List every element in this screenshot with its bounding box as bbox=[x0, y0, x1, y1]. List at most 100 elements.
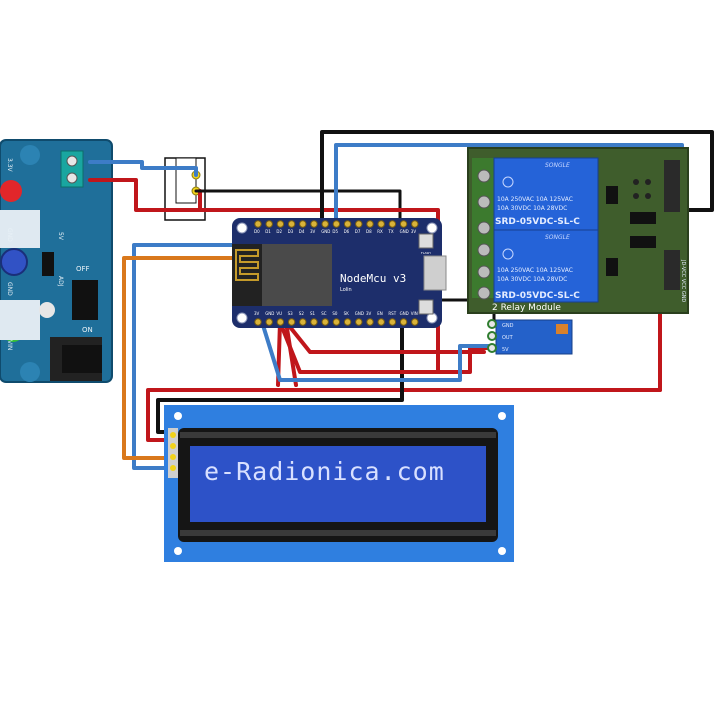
top-pin-1[interactable] bbox=[265, 220, 273, 228]
wire-red-sensor-4 bbox=[284, 320, 298, 387]
bottom-pin-label-10: 3V bbox=[366, 311, 372, 316]
relay-1-model: SRD-05VDC-SL-C bbox=[495, 217, 580, 227]
bottom-pin-label-5: S1 bbox=[310, 311, 316, 316]
power-label-gnd: GND bbox=[6, 282, 13, 296]
relay-1 bbox=[493, 157, 599, 231]
wire-orange-lcd bbox=[122, 256, 272, 460]
top-pin-label-4: D4 bbox=[299, 229, 305, 234]
bottom-pin-label-7: S0 bbox=[332, 311, 338, 316]
top-pin-5[interactable] bbox=[310, 220, 318, 228]
relay-2-model: SRD-05VDC-SL-C bbox=[495, 291, 580, 301]
bottom-pin-2[interactable] bbox=[276, 318, 285, 326]
top-pin-2[interactable] bbox=[276, 220, 285, 228]
flower-logo bbox=[39, 302, 55, 318]
bottom-pin-label-11: EN bbox=[377, 311, 383, 316]
top-pin-label-3: D3 bbox=[288, 229, 294, 234]
relay-input-header bbox=[664, 160, 680, 212]
top-pin-label-7: D5 bbox=[332, 229, 338, 234]
potentiometer[interactable] bbox=[0, 248, 28, 276]
lcd-screen bbox=[190, 446, 486, 522]
top-pin-label-9: D7 bbox=[355, 229, 361, 234]
bottom-pin-11[interactable] bbox=[377, 318, 385, 326]
top-pin-0[interactable] bbox=[254, 220, 262, 228]
top-pin-label-12: TX bbox=[387, 229, 393, 234]
top-pin-label-5: 3V bbox=[310, 229, 316, 234]
bottom-pin-9[interactable] bbox=[355, 318, 363, 326]
top-pin-4[interactable] bbox=[299, 220, 307, 228]
top-pin-8[interactable] bbox=[343, 220, 352, 228]
top-pin-label-11: RX bbox=[377, 229, 383, 234]
power-label-vin: VIN bbox=[6, 340, 13, 350]
top-pin-12[interactable] bbox=[388, 220, 397, 228]
wire-blue-lcd bbox=[132, 243, 256, 470]
bottom-pin-5[interactable] bbox=[310, 318, 318, 326]
power-label-1: 3.3V bbox=[6, 158, 13, 173]
bottom-pin-3[interactable] bbox=[287, 318, 296, 326]
lcd-display: e-Radionica.com bbox=[164, 405, 514, 562]
top-pin-label-1: D1 bbox=[265, 229, 271, 234]
power-led bbox=[0, 180, 22, 202]
top-pin-label-13: GND bbox=[400, 229, 409, 234]
top-pin-3[interactable] bbox=[287, 220, 296, 228]
top-pin-label-14: 3V bbox=[411, 229, 417, 234]
relay-jumper-label: JD-VCC VCC GND bbox=[680, 259, 686, 302]
top-pin-9[interactable] bbox=[355, 220, 363, 228]
top-pin-6[interactable] bbox=[321, 220, 329, 228]
bottom-pin-label-14: VIN bbox=[411, 311, 418, 316]
top-pin-label-0: D0 bbox=[254, 229, 260, 234]
bottom-pin-10[interactable] bbox=[366, 318, 374, 326]
bottom-pin-4[interactable] bbox=[299, 318, 307, 326]
jd-vcc-jumper[interactable] bbox=[664, 250, 680, 290]
nodemcu-name: NodeMcu v3 bbox=[340, 272, 406, 285]
top-pin-11[interactable] bbox=[377, 220, 385, 228]
power-supply-board: 3.3V GND ON OFF 5V ADJ GND VIN bbox=[0, 139, 113, 383]
relay-module-title: 2 Relay Module bbox=[492, 303, 561, 313]
wire-black-connector bbox=[194, 189, 402, 224]
top-pin-label-10: D8 bbox=[366, 229, 372, 234]
power-label-5v: 5V bbox=[57, 232, 64, 241]
wire-red-sensor-2 bbox=[284, 320, 486, 354]
power-label-on: ON bbox=[82, 326, 93, 334]
reset-button[interactable] bbox=[418, 299, 434, 315]
bottom-pin-6[interactable] bbox=[321, 318, 329, 326]
top-pin-10[interactable] bbox=[366, 220, 374, 228]
bottom-pin-label-6: SC bbox=[321, 311, 327, 316]
lcd-text: e-Radionica.com bbox=[204, 457, 445, 486]
sensor-pin-gnd: GND bbox=[502, 323, 514, 329]
bottom-pin-1[interactable] bbox=[265, 318, 273, 326]
bottom-pin-label-13: GND bbox=[400, 311, 409, 316]
relay-1-brand: SONGLE bbox=[545, 162, 570, 169]
bottom-pin-label-0: 3V bbox=[254, 311, 260, 316]
sensor-module: GND OUT 5V bbox=[487, 319, 573, 355]
bottom-pin-7[interactable] bbox=[332, 318, 341, 326]
top-pin-label-8: D6 bbox=[344, 229, 350, 234]
bottom-pin-8[interactable] bbox=[343, 318, 352, 326]
bottom-pin-label-9: GND bbox=[355, 311, 364, 316]
bottom-pin-label-8: SK bbox=[344, 311, 350, 316]
bottom-pin-0[interactable] bbox=[254, 318, 262, 326]
wire-blue-power bbox=[88, 160, 198, 177]
power-label-adj: ADJ bbox=[57, 276, 64, 287]
nodemcu-maker: Lolin bbox=[340, 287, 352, 293]
top-pin-label-6: GND bbox=[321, 229, 330, 234]
power-label-2: GND bbox=[6, 228, 13, 242]
bottom-pin-12[interactable] bbox=[388, 318, 397, 326]
top-pin-7[interactable] bbox=[332, 220, 341, 228]
bottom-pin-13[interactable] bbox=[399, 318, 408, 326]
top-pin-14[interactable] bbox=[411, 220, 419, 228]
relay-2-ratings-2: 10A 30VDC 10A 28VDC bbox=[497, 276, 567, 283]
bottom-pin-14[interactable] bbox=[411, 318, 419, 326]
relay-1-ratings-1: 10A 250VAC 10A 125VAC bbox=[497, 196, 573, 203]
flash-button[interactable] bbox=[418, 233, 434, 249]
relay-2-ratings-1: 10A 250VAC 10A 125VAC bbox=[497, 267, 573, 274]
top-pin-13[interactable] bbox=[399, 220, 408, 228]
nodemcu-button-label: FLASH bbox=[421, 251, 431, 255]
bottom-pin-label-1: GND bbox=[265, 311, 274, 316]
bottom-pin-label-3: S3 bbox=[288, 311, 294, 316]
sensor-pin-5v: 5V bbox=[502, 347, 509, 353]
wire-blue-sensor bbox=[260, 320, 492, 382]
